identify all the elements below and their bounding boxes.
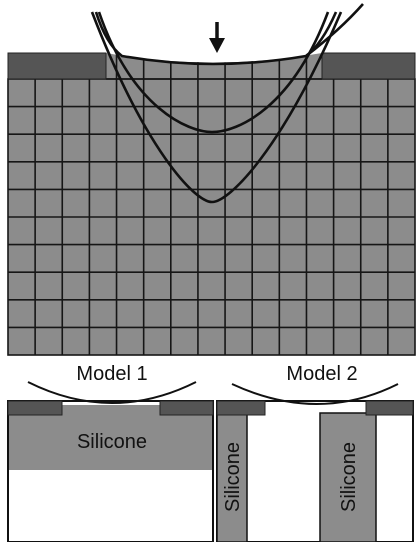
model-1-silicone-block xyxy=(8,405,213,470)
model-2-label: Model 2 xyxy=(286,363,357,385)
left-clamp xyxy=(7,52,107,80)
model-2-membrane xyxy=(231,383,399,405)
curve-deep xyxy=(90,11,343,204)
curve-shallow xyxy=(97,11,330,134)
grid-outline xyxy=(7,78,416,356)
model-1: Silicone xyxy=(7,381,214,542)
model-1-membrane xyxy=(27,381,197,404)
grid-lines xyxy=(8,54,415,355)
model-1-silicone-label: Silicone xyxy=(77,431,147,453)
model-2-left-pillar xyxy=(216,412,248,542)
model-2-left-silicone-label: Silicone xyxy=(222,442,244,512)
model-2-right-clamp xyxy=(365,400,414,416)
model-1-label: Model 1 xyxy=(76,363,147,385)
model-2-left-clamp xyxy=(216,400,266,416)
down-arrow-icon xyxy=(209,22,225,53)
model-1-left-clamp xyxy=(7,400,63,416)
deformed-surface xyxy=(106,53,322,79)
curve-outer-right xyxy=(305,3,364,58)
model-2-right-silicone-label: Silicone xyxy=(338,442,360,512)
model-1-frame xyxy=(7,400,214,542)
right-clamp xyxy=(321,52,416,80)
model-2: Silicone Silicone xyxy=(216,383,414,542)
grid-model xyxy=(7,3,416,356)
model-1-right-clamp xyxy=(159,400,214,416)
model-2-right-pillar xyxy=(319,412,377,542)
